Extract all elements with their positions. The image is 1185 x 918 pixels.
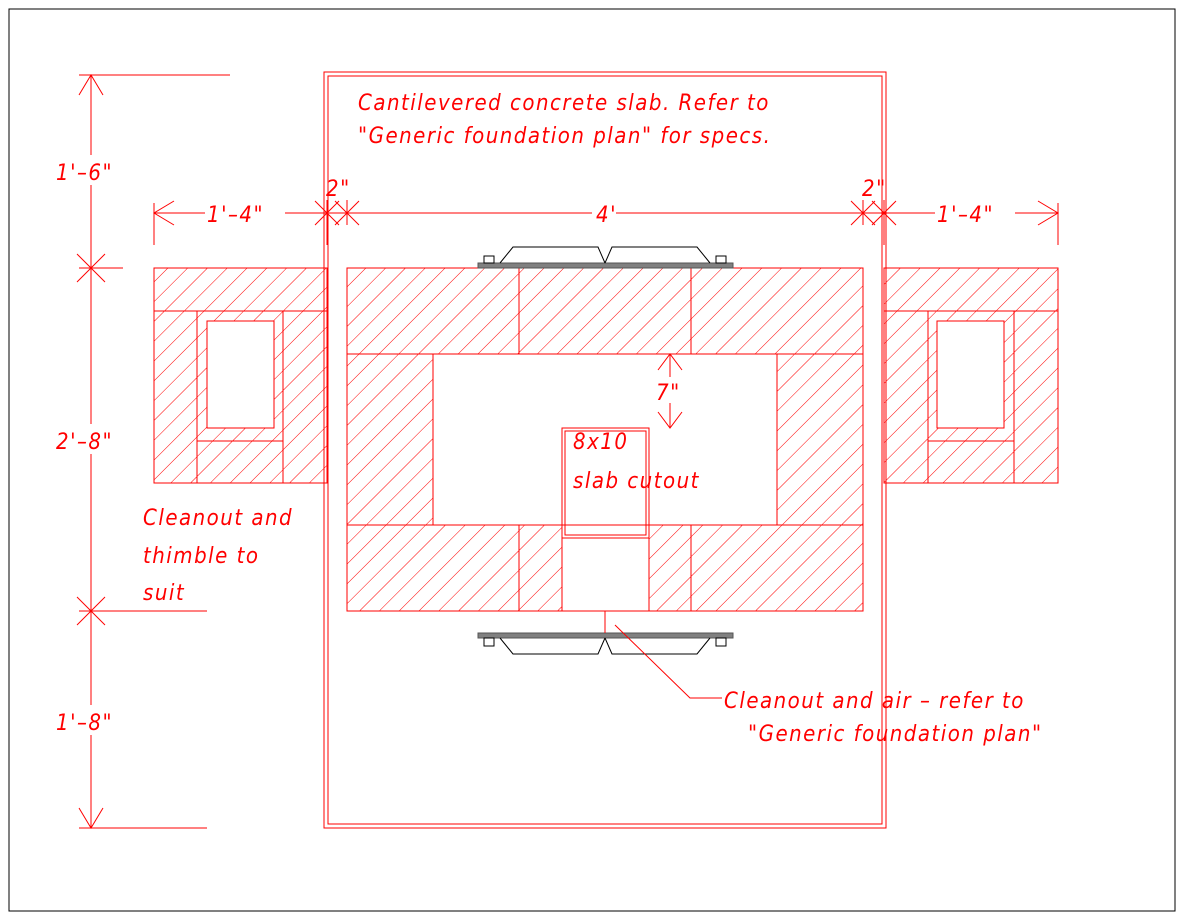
sheet-frame <box>8 8 1176 912</box>
slab-note-line1: Cantilevered concrete slab. Refer to <box>358 91 770 116</box>
thimble-note-line2: thimble to <box>143 544 259 569</box>
dim-core-width: 4' <box>596 203 617 228</box>
dim-right-wing: 1'–4" <box>937 203 994 228</box>
air-note-leader <box>614 624 722 699</box>
central-firebox-block <box>346 267 864 612</box>
dim-cutout-offset: 7" <box>656 381 681 406</box>
cutout-note-line2: slab cutout <box>573 469 700 494</box>
slab-cutout <box>561 427 650 539</box>
cutout-note-line1: 8x10 <box>573 430 628 455</box>
dim-left-gap: 2" <box>326 177 351 202</box>
dim-right-gap: 2" <box>862 177 887 202</box>
slab-note-line2: "Generic foundation plan" for specs. <box>358 124 771 149</box>
cleanout-leader <box>604 610 627 633</box>
dim-left-wing: 1'–4" <box>207 203 264 228</box>
right-flue-block <box>883 267 1059 484</box>
thimble-note-line1: Cleanout and <box>143 506 293 531</box>
thimble-note-line3: suit <box>143 581 185 606</box>
dim-bottom-depth: 1'–8" <box>56 711 113 736</box>
dim-top-depth: 1'–6" <box>56 161 113 186</box>
air-note-line1: Cleanout and air – refer to <box>724 689 1025 714</box>
top-ash-door <box>477 246 734 269</box>
dim-core-depth: 2'–8" <box>56 430 113 455</box>
bottom-cleanout-door <box>477 632 734 655</box>
left-flue-block <box>153 267 328 484</box>
air-note-line2: "Generic foundation plan" <box>748 722 1043 747</box>
